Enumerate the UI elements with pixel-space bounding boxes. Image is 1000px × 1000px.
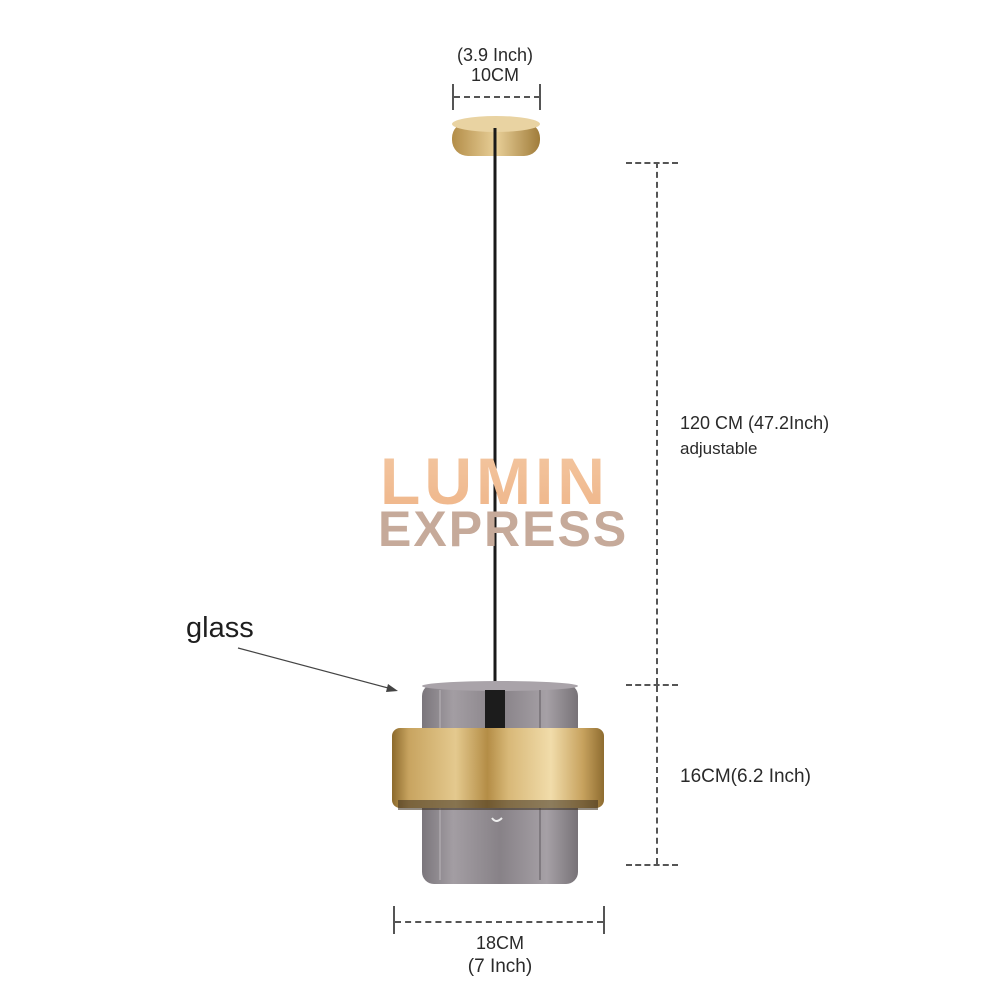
cord-length-label: 120 CM (47.2Inch) [680, 413, 830, 433]
canopy-width-cm: 10CM [470, 65, 519, 85]
glass-arrow [237, 647, 398, 692]
socket [485, 690, 505, 728]
canopy-width-inch: (3.9 Inch) [456, 45, 534, 65]
shade-width-cm: 18CM [475, 933, 524, 953]
watermark-express: EXPRESS [378, 501, 629, 557]
shade-height-label: 16CM(6.2 Inch) [680, 766, 811, 787]
cord-adjustable-label: adjustable [680, 439, 758, 458]
brass-band [392, 728, 604, 810]
glass-callout-label: glass [186, 612, 254, 644]
shade-width-inch: (7 Inch) [467, 956, 533, 977]
watermark-lumin: LUMIN [380, 444, 609, 518]
